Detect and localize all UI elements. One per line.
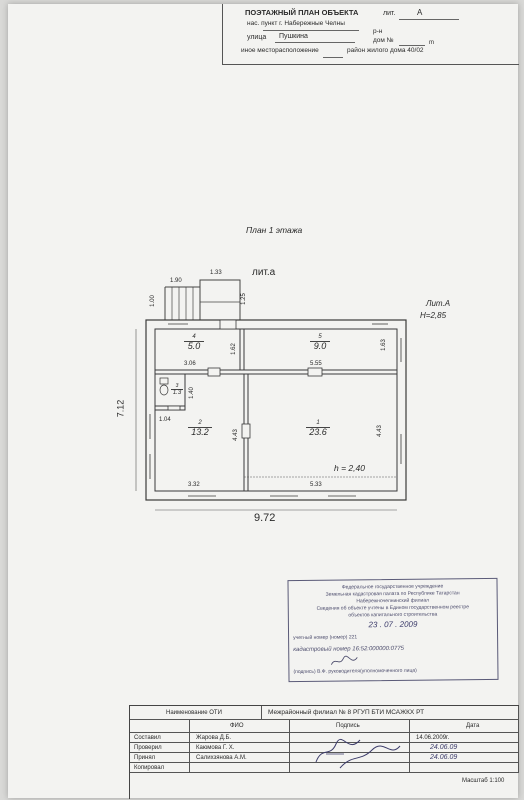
header-block: ПОЭТАЖНЫЙ ПЛАН ОБЪЕКТА лит. А нас. пункт… [222, 4, 519, 65]
lit-a-label: лит.а [252, 267, 276, 278]
header-street-value: Пушкина [279, 33, 308, 40]
door-openings [167, 319, 323, 439]
org-value: Межрайонный филиал № 8 РГУП БТИ МСАЖКХ Р… [268, 709, 425, 716]
row-name: Каюмова Г. Х. [196, 745, 235, 751]
row-name: Салихзянова А.М. [196, 755, 247, 761]
room-area: 13.2 [188, 427, 212, 437]
dim-porch-w: 1.90 [170, 278, 182, 284]
header-district-label: р-н [373, 28, 383, 35]
stamp-signature [330, 655, 358, 665]
header-house-label: дом № [373, 37, 394, 44]
overall-depth: 7.12 [115, 399, 126, 418]
room-area: 23.6 [306, 427, 330, 437]
room-1: 1 23.6 [306, 420, 330, 437]
toilet-icon [159, 377, 169, 396]
room-number: 3 [175, 383, 179, 389]
scale-label: Масштаб 1:100 [462, 778, 505, 784]
col-fio: ФИО [230, 723, 244, 729]
row-date: 14.06.2009г. [416, 735, 450, 741]
height-total: Н=2,85 [420, 311, 447, 320]
windows [149, 323, 402, 497]
row-role: Составил [134, 735, 161, 741]
room-area: 1.3 [171, 389, 183, 396]
row-role: Проверил [134, 745, 162, 751]
dim-room5-h: 1.63 [380, 339, 387, 351]
dim-room4-w: 3.06 [184, 361, 196, 367]
floor-plan-drawing [135, 279, 407, 511]
header-settlement: нас. пункт г. Набережные Челны [247, 20, 345, 27]
dim-porch-w2: 1.33 [210, 270, 222, 276]
dim-porch-h1: 1.00 [149, 295, 156, 307]
stamp-line-8: (подпись) В.Ф. руководителя(уполномоченн… [293, 667, 417, 676]
row-name: Жарова Д.Б. [196, 735, 232, 741]
dim-wc-h: 1.40 [188, 387, 195, 399]
col-date: Дата [466, 723, 480, 729]
stamp-line-7: кадастровый номер 16:52:000000:0775 [293, 645, 405, 654]
registration-stamp: Федеральное государственное учреждение З… [287, 577, 499, 683]
dim-room2-w: 3.32 [188, 482, 200, 488]
overall-width: 9.72 [254, 512, 276, 524]
dim-room1-w: 5.33 [310, 482, 322, 488]
room-number: 4 [192, 334, 196, 340]
dimension-lines [135, 329, 397, 511]
header-lit-label: лит. [383, 10, 396, 17]
row-role: Принял [134, 755, 156, 761]
dim-room5-w: 5.55 [310, 361, 322, 367]
room-number: 2 [198, 420, 202, 426]
porch [164, 279, 241, 321]
plan-title: План 1 этажа [246, 225, 303, 235]
header-location-label: иное месторасположение [241, 47, 319, 54]
dim-room1-h: 4.43 [376, 425, 383, 437]
header-building-label: m [429, 40, 434, 46]
header-title: ПОЭТАЖНЫЙ ПЛАН ОБЪЕКТА [245, 8, 359, 17]
row-date: 24.06.09 [430, 754, 458, 761]
lit-A-label: Лит.А [426, 299, 451, 308]
stamp-line-6: учетный номер (номер) 221 [293, 634, 358, 642]
room-5: 5 9.0 [310, 334, 330, 351]
dim-porch-h2: 1.25 [240, 293, 247, 305]
room-number: 5 [318, 334, 322, 340]
row-date: 24.06.09 [430, 744, 458, 751]
dim-wc-w: 1.04 [159, 417, 171, 423]
room-area: 9.0 [310, 341, 330, 351]
header-location-value: район жилого дома 40/02 [347, 47, 424, 54]
stamp-line-5: объектов капитального строительства [348, 611, 438, 619]
col-signature: Подпись [336, 723, 360, 729]
header-street-label: улица [247, 34, 267, 41]
room-number: 1 [316, 420, 320, 426]
height-room: h = 2,40 [334, 463, 365, 473]
room-2: 2 13.2 [188, 420, 212, 437]
document-sheet: ПОЭТАЖНЫЙ ПЛАН ОБЪЕКТА лит. А нас. пункт… [8, 4, 519, 799]
org-label: Наименование ОТИ [166, 710, 222, 716]
title-block: Наименование ОТИ Межрайонный филиал № 8 … [129, 705, 519, 799]
room-3: 3 1.3 [171, 384, 183, 396]
header-lit-value: А [417, 8, 423, 17]
signatures [315, 738, 401, 769]
room-4: 4 5.0 [184, 334, 204, 351]
stamp-date: 23 . 07 . 2009 [368, 619, 418, 630]
room-area: 5.0 [184, 341, 204, 351]
row-role: Копировал [134, 765, 165, 771]
dim-room2-h: 4.43 [232, 429, 239, 441]
dim-room4-h: 1.62 [230, 343, 237, 355]
